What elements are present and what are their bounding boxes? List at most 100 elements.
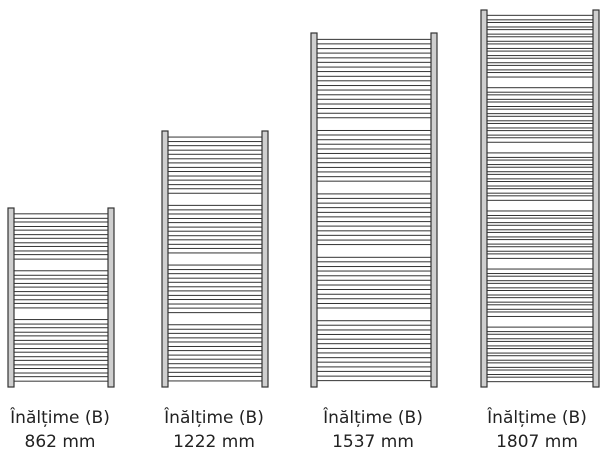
- radiator-bar: [316, 266, 432, 272]
- radiator-bar: [167, 307, 263, 314]
- radiator-bar: [316, 329, 432, 335]
- radiator-bar: [316, 375, 432, 382]
- caption-label: Înălțime (B): [323, 408, 423, 428]
- radiator-bar: [486, 50, 594, 57]
- caption-radiator-1807: Înălțime (B) 1807 mm: [477, 406, 597, 454]
- radiator-bar: [316, 166, 432, 173]
- radiator-bar: [486, 340, 594, 347]
- radiator-bar: [486, 64, 594, 71]
- radiator-bar: [486, 290, 594, 296]
- radiator-bar: [167, 324, 263, 330]
- caption-label: Înălțime (B): [164, 408, 264, 428]
- radiator-bar: [486, 210, 594, 216]
- radiator-bar: [316, 103, 432, 110]
- radiator-left-rail: [161, 130, 169, 388]
- radiator-bar: [316, 302, 432, 309]
- caption-height: 1807 mm: [496, 432, 578, 452]
- radiator-bar: [13, 278, 109, 284]
- radiator-bar: [316, 320, 432, 326]
- radiator-bar: [486, 14, 594, 21]
- radiator-bar: [13, 335, 109, 341]
- radiator-bar: [167, 281, 263, 288]
- radiator-bar: [167, 332, 263, 339]
- radiator-bar: [316, 221, 432, 227]
- radiator-bar: [167, 239, 263, 245]
- radiator-bar: [316, 338, 432, 345]
- radiator-bar: [486, 29, 594, 35]
- radiator-bar: [13, 343, 109, 350]
- radiator-bar: [486, 173, 594, 180]
- radiator-bar: [316, 230, 432, 236]
- radiator-1: [7, 207, 115, 388]
- radiator-bar: [13, 270, 109, 276]
- radiator-2: [161, 130, 269, 388]
- radiator-bar: [486, 101, 594, 107]
- radiator-bar: [316, 193, 432, 199]
- radiator-3: [310, 32, 438, 388]
- radiator-bar: [13, 327, 109, 333]
- radiator-bar: [486, 36, 594, 42]
- radiator-bar: [486, 87, 594, 93]
- caption-label: Înălțime (B): [10, 408, 110, 428]
- radiator-bar: [486, 108, 594, 115]
- radiator-right-rail: [261, 130, 269, 388]
- radiator-bar: [167, 222, 263, 228]
- radiator-bar: [316, 347, 432, 354]
- radiator-bar: [486, 130, 594, 136]
- radiator-bar: [486, 57, 594, 64]
- radiator-bar: [13, 221, 109, 227]
- radiator-bar: [486, 246, 594, 252]
- caption-height: 862 mm: [24, 432, 96, 452]
- radiator-bar: [486, 348, 594, 354]
- radiator-bar: [486, 268, 594, 275]
- radiator-bar: [486, 326, 594, 333]
- radiator-bar: [316, 366, 432, 372]
- caption-radiator-1537: Înălțime (B) 1537 mm: [313, 406, 433, 454]
- radiator-right-rail: [107, 207, 115, 388]
- radiator-bar: [316, 284, 432, 291]
- radiator-bar: [167, 341, 263, 347]
- radiator-bar: [167, 162, 263, 168]
- radiator-bar: [486, 333, 594, 340]
- radiator-bar: [316, 148, 432, 154]
- caption-height: 1537 mm: [332, 432, 414, 452]
- radiator-bar: [316, 176, 432, 182]
- radiator-bar: [167, 145, 263, 151]
- radiator-bar: [486, 304, 594, 310]
- radiator-bar: [316, 75, 432, 82]
- radiator-bar: [316, 112, 432, 119]
- radiator-bar: [486, 152, 594, 158]
- radiator-bar: [316, 157, 432, 164]
- radiator-bar: [13, 213, 109, 219]
- radiator-bar: [316, 94, 432, 100]
- radiator-bar: [167, 375, 263, 382]
- caption-radiator-862: Înălțime (B) 862 mm: [0, 406, 120, 454]
- radiator-bar: [486, 362, 594, 368]
- radiator-bar: [316, 85, 432, 91]
- radiator-bar: [167, 247, 263, 254]
- radiator-bar: [486, 137, 594, 143]
- radiator-bar: [486, 159, 594, 166]
- radiator-bar: [13, 294, 109, 301]
- radiator-bar: [486, 195, 594, 201]
- radiator-bar: [13, 286, 109, 293]
- radiator-bar: [167, 171, 263, 177]
- radiator-bar: [486, 355, 594, 361]
- radiator-bar: [486, 94, 594, 100]
- radiator-bar: [13, 351, 109, 358]
- radiator-bar: [13, 319, 109, 325]
- radiator-bar: [486, 224, 594, 231]
- radiator-bar: [316, 239, 432, 246]
- radiator-bar: [316, 129, 432, 136]
- radiator-bar: [167, 273, 263, 279]
- radiator-bar: [486, 166, 594, 173]
- radiator-bar: [486, 297, 594, 303]
- radiator-bar: [486, 217, 594, 224]
- radiator-bar: [486, 122, 594, 129]
- radiator-bar: [316, 275, 432, 281]
- radiator-bar: [167, 350, 263, 356]
- radiator-bar: [316, 48, 432, 54]
- radiator-bar: [167, 179, 263, 186]
- radiator-bar: [316, 38, 432, 45]
